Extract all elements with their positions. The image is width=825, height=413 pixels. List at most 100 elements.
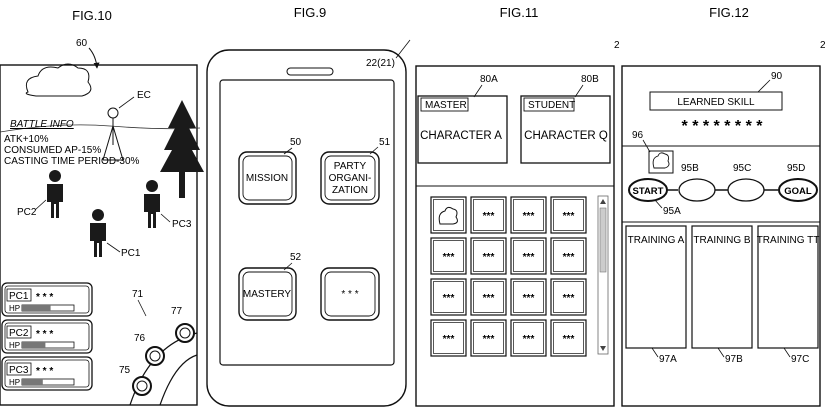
ref-80a-label: 80A — [480, 74, 498, 85]
training-card-3[interactable]: TRAINING TT — [757, 226, 820, 348]
character-slot-placeholder: *** — [483, 252, 495, 263]
character-slot[interactable] — [431, 197, 466, 233]
character-face-icon — [653, 153, 669, 168]
player-character-pc1[interactable] — [90, 209, 106, 257]
status-card-stars: * * * — [36, 329, 53, 340]
mastery-button[interactable]: MASTERY — [239, 268, 296, 320]
character-slot-placeholder: *** — [523, 334, 535, 345]
hp-label: HP — [9, 378, 20, 387]
learned-skill-stars: * * * * * * * * — [682, 118, 764, 135]
character-slot-placeholder: *** — [523, 252, 535, 263]
master-card[interactable]: MASTER CHARACTER A — [418, 96, 507, 163]
fig11-panel: FIG.11 2 MASTER CHARACTER A 80A STUDENT … — [416, 5, 620, 406]
fig12-title: FIG.12 — [709, 5, 749, 20]
training-card-2[interactable]: TRAINING B — [692, 226, 752, 348]
character-slot-placeholder: *** — [563, 252, 575, 263]
training-ref: 97B — [725, 354, 743, 365]
pc3-label: PC3 — [172, 219, 192, 230]
skill-button-76[interactable] — [146, 347, 164, 365]
character-slot[interactable]: *** — [551, 238, 586, 274]
fig9-panel: FIG.9 22(21) MISSION 50 PARTY ORGANI- ZA… — [207, 5, 410, 406]
character-slot[interactable]: *** — [431, 238, 466, 274]
path-node-95b[interactable] — [679, 179, 715, 201]
skill-button-77[interactable] — [176, 324, 194, 342]
character-slot[interactable]: *** — [431, 320, 466, 356]
character-slot[interactable]: *** — [551, 320, 586, 356]
hp-bar-fill — [22, 342, 45, 348]
learned-skill-heading: LEARNED SKILL — [677, 97, 755, 108]
phone-screen — [220, 80, 394, 365]
ref-80b-label: 80B — [581, 74, 599, 85]
training-ref: 97C — [791, 354, 809, 365]
character-grid: ****************************************… — [431, 197, 586, 356]
status-card-pc3[interactable]: PC3* * *HP — [2, 357, 92, 390]
training-card-list: TRAINING A 97A TRAINING B 97B TRAINING TT 97C — [626, 226, 819, 365]
battle-info-line-3: CASTING TIME PERIOD-30% — [4, 156, 140, 167]
character-slot-placeholder: *** — [563, 334, 575, 345]
hp-bar-fill — [22, 379, 43, 385]
ref-95d-label: 95D — [787, 163, 805, 174]
scroll-down-icon[interactable] — [600, 346, 606, 351]
status-card-name: PC1 — [9, 291, 29, 302]
character-slot[interactable]: *** — [471, 238, 506, 274]
ref-95b-label: 95B — [681, 163, 699, 174]
character-slot[interactable]: *** — [511, 238, 546, 274]
status-card-stars: * * * — [36, 366, 53, 377]
party-organization-line-1: PARTY — [334, 161, 367, 172]
training-card-1[interactable]: TRAINING A — [626, 226, 686, 348]
character-slot[interactable]: *** — [431, 279, 466, 315]
ref-95a-label: 95A — [663, 206, 681, 217]
status-card-name: PC2 — [9, 328, 29, 339]
student-character-name: CHARACTER Q — [524, 130, 608, 142]
scroll-up-icon[interactable] — [600, 199, 606, 204]
fig9-title: FIG.9 — [294, 5, 327, 20]
scroll-thumb[interactable] — [600, 208, 606, 272]
player-character-pc3[interactable] — [144, 180, 160, 228]
status-card-pc2[interactable]: PC2* * *HP — [2, 320, 92, 353]
character-slot[interactable]: *** — [511, 197, 546, 233]
ref-60-label: 60 — [76, 38, 88, 49]
battle-info-line-2: CONSUMED AP-15% — [4, 145, 101, 156]
party-organization-button[interactable]: PARTY ORGANI- ZATION — [321, 152, 379, 204]
training-label: TRAINING TT — [757, 235, 820, 246]
character-slot-placeholder: *** — [443, 334, 455, 345]
path-node-95c[interactable] — [728, 179, 764, 201]
student-card[interactable]: STUDENT CHARACTER Q — [521, 96, 610, 163]
character-slot[interactable]: *** — [471, 197, 506, 233]
training-ref-leader — [718, 348, 724, 357]
pc2-leader — [35, 200, 46, 210]
character-slot-placeholder: *** — [563, 293, 575, 304]
enemy-character-ec[interactable] — [103, 108, 123, 160]
character-slot[interactable]: *** — [551, 279, 586, 315]
grid-scrollbar[interactable] — [598, 196, 608, 354]
ref-77-label: 77 — [171, 306, 183, 317]
player-character-pc2[interactable] — [47, 170, 63, 218]
status-card-list: PC1* * *HPPC2* * *HPPC3* * *HP — [2, 283, 92, 390]
character-slot[interactable]: *** — [471, 320, 506, 356]
path-goal-node[interactable]: GOAL — [779, 179, 817, 201]
character-slot[interactable]: *** — [471, 279, 506, 315]
pc1-label: PC1 — [121, 248, 141, 259]
character-slot[interactable]: *** — [551, 197, 586, 233]
more-button[interactable]: * * * — [321, 268, 379, 320]
status-card-pc1[interactable]: PC1* * *HP — [2, 283, 92, 316]
pc1-leader — [107, 243, 120, 252]
fig10-title: FIG.10 — [72, 8, 112, 23]
ref-80b-leader — [575, 85, 583, 97]
mission-button[interactable]: MISSION — [239, 152, 296, 204]
character-slot[interactable]: *** — [511, 320, 546, 356]
path-start-node[interactable]: START — [629, 179, 667, 201]
ref-phone-leader — [396, 40, 410, 58]
fig10-panel: FIG.10 60 EC BATTLE INFO ATK+10% CONSUME… — [0, 8, 204, 405]
ref-90-label: 90 — [771, 71, 783, 82]
ref-90-leader — [758, 80, 770, 92]
character-slot[interactable]: *** — [511, 279, 546, 315]
ref-75-label: 75 — [119, 365, 131, 376]
training-label: TRAINING B — [693, 235, 751, 246]
character-slot-placeholder: *** — [483, 211, 495, 222]
character-slot-placeholder: *** — [563, 211, 575, 222]
party-organization-line-3: ZATION — [332, 185, 368, 196]
ref-80a-leader — [474, 85, 482, 97]
skill-button-75[interactable] — [133, 377, 151, 395]
training-ref: 97A — [659, 354, 677, 365]
